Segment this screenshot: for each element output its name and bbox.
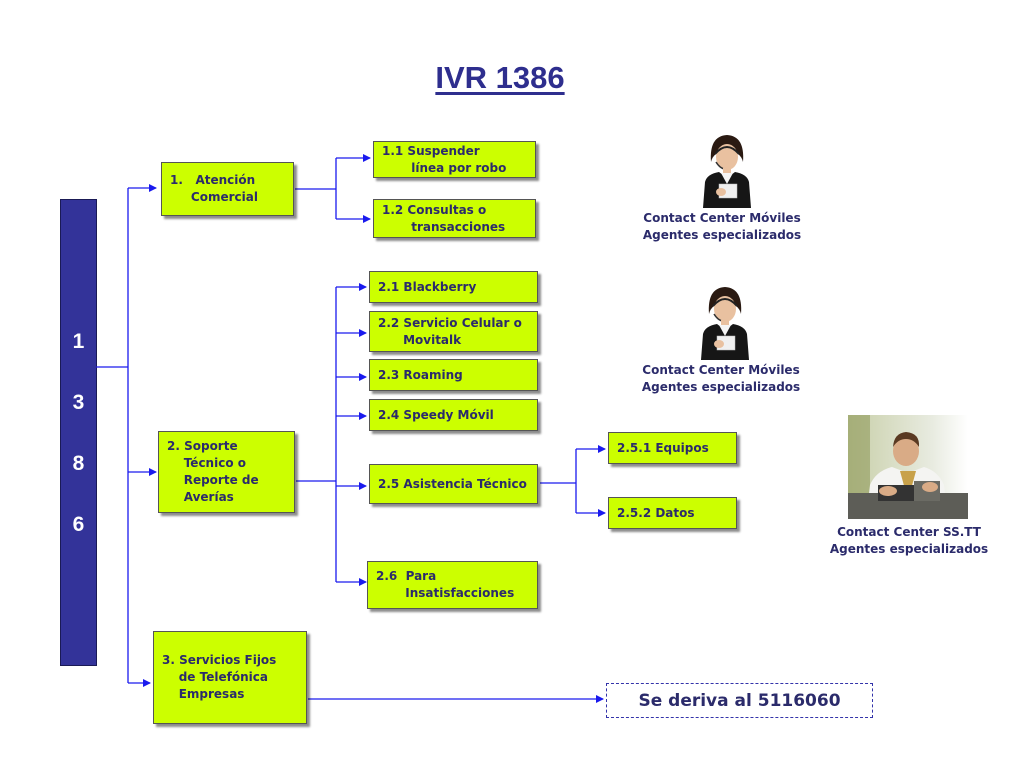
ivr-digit: 6 <box>72 512 85 536</box>
call-center-agent-icon <box>703 135 751 208</box>
ivr-digit: 8 <box>72 451 85 475</box>
node-2-5-2-datos: 2.5.2 Datos <box>608 497 737 529</box>
node-2-1-blackberry: 2.1 Blackberry <box>369 271 538 303</box>
diagram-title: IVR 1386 <box>435 60 565 95</box>
node-1-2-consultas: 1.2 Consultas o transacciones <box>373 199 536 238</box>
node-2-4-speedy-movil: 2.4 Speedy Móvil <box>369 399 538 431</box>
ivr-digit: 3 <box>72 390 85 414</box>
call-center-agent-icon <box>701 287 749 360</box>
node-3-servicios-fijos: 3. Servicios Fijos de Telefónica Empresa… <box>153 631 307 724</box>
technician-icon <box>848 415 968 519</box>
node-2-soporte-tecnico: 2. Soporte Técnico o Reporte de Averías <box>158 431 295 513</box>
node-2-3-roaming: 2.3 Roaming <box>369 359 538 391</box>
node-1-atencion-comercial: 1. Atención Comercial <box>161 162 294 216</box>
contact-center-label: Contact Center Móviles Agentes especiali… <box>642 211 802 242</box>
contact-center-label: Contact Center Móviles Agentes especiali… <box>641 363 801 394</box>
node-2-5-1-equipos: 2.5.1 Equipos <box>608 432 737 464</box>
ivr-digit: 1 <box>72 329 85 353</box>
ivr-number-bar: 1 3 8 6 <box>60 199 97 666</box>
node-1-1-suspender: 1.1 Suspender línea por robo <box>373 141 536 178</box>
deriva-box: Se deriva al 5116060 <box>606 683 873 718</box>
node-2-2-servicio-celular: 2.2 Servicio Celular o Movitalk <box>369 311 538 352</box>
node-2-5-asistencia-tecnico: 2.5 Asistencia Técnico <box>369 464 538 504</box>
node-2-6-insatisfacciones: 2.6 Para Insatisfacciones <box>367 561 538 609</box>
contact-center-label: Contact Center SS.TT Agentes especializa… <box>829 525 989 556</box>
